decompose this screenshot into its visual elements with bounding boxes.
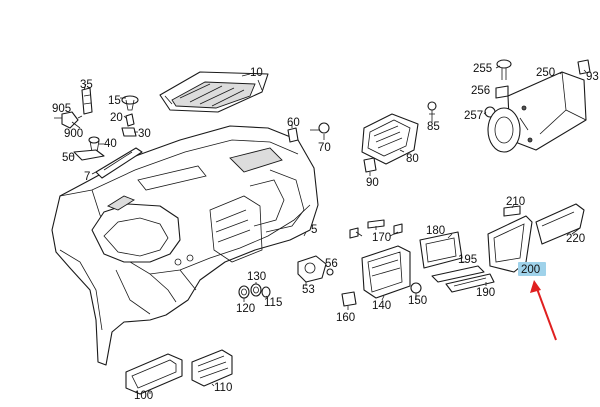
- label-20: 20: [110, 112, 123, 124]
- label-905: 905: [52, 103, 71, 115]
- part-top-cover: [159, 71, 269, 113]
- part-905-900: [54, 111, 81, 129]
- part-20: [125, 113, 135, 127]
- part-140: [361, 245, 411, 299]
- label-50: 50: [62, 152, 75, 164]
- label-70: 70: [318, 142, 331, 154]
- label-150: 150: [408, 295, 427, 307]
- part-256: [495, 85, 509, 99]
- part-160: [341, 291, 357, 307]
- label-255: 255: [473, 63, 492, 75]
- part-170: [349, 219, 403, 239]
- part-labels: 10 35 905 900 15 20 30 40 50 7 60 70 85 …: [52, 63, 599, 402]
- label-60: 60: [287, 117, 300, 129]
- label-90: 90: [366, 177, 379, 189]
- label-200-highlight: [518, 262, 546, 276]
- label-210: 210: [506, 196, 525, 208]
- label-190: 190: [476, 287, 495, 299]
- part-85: [427, 101, 437, 118]
- part-115: [261, 286, 271, 298]
- part-53-56: [297, 255, 334, 283]
- label-900: 900: [64, 128, 83, 140]
- label-170: 170: [372, 232, 391, 244]
- label-80: 80: [406, 153, 419, 165]
- label-115: 115: [264, 297, 282, 309]
- part-100: [125, 353, 183, 395]
- part-255: [496, 59, 512, 80]
- label-15: 15: [108, 95, 121, 107]
- part-7-strip: [95, 147, 143, 179]
- part-90: [363, 157, 377, 173]
- label-110: 110: [214, 382, 232, 394]
- label-10: 10: [250, 67, 263, 79]
- part-93: [577, 59, 591, 75]
- part-250: [487, 71, 587, 153]
- label-120: 120: [236, 303, 255, 315]
- label-195: 195: [458, 254, 477, 266]
- label-30: 30: [138, 128, 151, 140]
- label-180: 180: [426, 225, 445, 237]
- part-220: [535, 203, 585, 245]
- label-220: 220: [566, 233, 585, 245]
- part-dashboard: [51, 125, 319, 366]
- label-160: 160: [336, 312, 355, 324]
- label-40: 40: [104, 138, 117, 150]
- part-110: [191, 349, 233, 387]
- label-85: 85: [427, 121, 440, 133]
- pointer-arrow: [530, 280, 557, 341]
- part-130: [250, 283, 262, 297]
- label-256: 256: [471, 85, 490, 97]
- label-56: 56: [325, 258, 338, 270]
- label-93: 93: [586, 71, 599, 83]
- label-257: 257: [464, 110, 483, 122]
- part-190: [445, 273, 495, 293]
- label-100: 100: [134, 390, 153, 402]
- label-140: 140: [372, 300, 391, 312]
- label-250: 250: [536, 67, 555, 79]
- label-53: 53: [302, 284, 315, 296]
- part-195: [431, 265, 485, 283]
- part-80: [361, 113, 419, 165]
- part-120: [238, 285, 250, 299]
- label-35: 35: [80, 79, 93, 91]
- label-130: 130: [247, 271, 266, 283]
- label-5: 5: [311, 224, 317, 236]
- label-7: 7: [84, 171, 90, 183]
- label-200: 200: [521, 264, 540, 276]
- part-60: [287, 127, 299, 143]
- part-30: [121, 127, 137, 137]
- part-180: [419, 231, 463, 269]
- part-210: [503, 205, 521, 217]
- part-35: [81, 87, 93, 115]
- leader-lines: [70, 65, 587, 394]
- part-70: [310, 122, 330, 134]
- part-50: [73, 149, 105, 161]
